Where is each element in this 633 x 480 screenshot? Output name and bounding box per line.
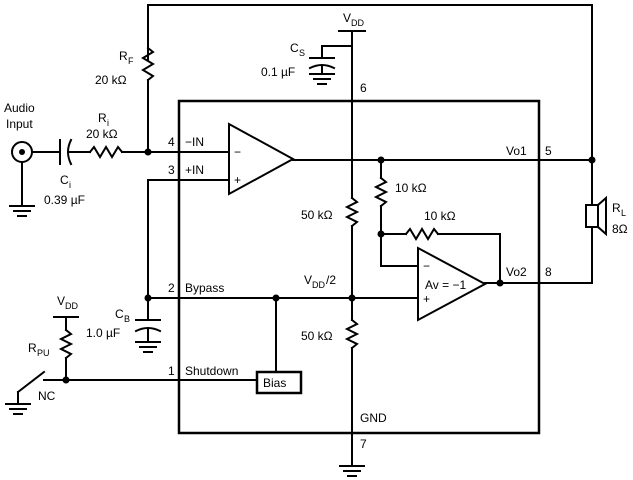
ri-label-sub: i	[107, 118, 109, 128]
junction-minus-in	[144, 148, 152, 156]
junction-vo2	[496, 279, 504, 287]
vdd-sub-top: DD	[351, 18, 364, 28]
cb-capacitor	[134, 297, 162, 353]
rpu-vdd-sub: DD	[65, 301, 78, 311]
pin-8-number: 8	[545, 265, 552, 279]
av-label: Av = −1	[425, 278, 466, 292]
opamp2-plus-sign: +	[423, 292, 430, 306]
ground-symbol-bottom	[339, 465, 365, 477]
vo1-label: Vo1	[506, 144, 527, 158]
vdd-half-label-main: V	[304, 273, 312, 287]
ci-value: 0.39 µF	[44, 193, 85, 207]
opamp1-minus-sign: −	[234, 145, 241, 159]
r-bot-value: 50 kΩ	[301, 329, 333, 343]
ci-label: C	[60, 173, 69, 187]
plus-in-label: +IN	[185, 163, 204, 177]
junction-vo1-rl	[588, 156, 596, 164]
vdd-label-top: V	[343, 11, 351, 25]
opamp-2: − + Av = −1	[417, 246, 488, 322]
ci-capacitor	[31, 138, 91, 166]
rpu-label: R	[28, 341, 37, 355]
rf-resistor	[141, 41, 155, 153]
bypass-label: Bypass	[185, 281, 224, 295]
rpu-label-sub: PU	[37, 348, 50, 358]
cs-value: 0.1 µF	[261, 65, 295, 79]
rf-label: R	[119, 49, 128, 63]
rpu-vdd-label: V	[57, 294, 65, 308]
r-fb2-value: 10 kΩ	[424, 209, 456, 223]
bias-block	[255, 370, 303, 395]
cs-capacitor	[308, 45, 353, 85]
rl-speaker	[585, 195, 607, 284]
divider-top-resistor	[344, 100, 360, 299]
cb-label: C	[115, 307, 124, 321]
rf-label-sub: F	[128, 56, 134, 66]
pin-5-number: 5	[545, 144, 552, 158]
vo2-label: Vo2	[506, 265, 527, 279]
bias-label: Bias	[263, 376, 286, 390]
rl-label-sub: L	[621, 208, 626, 218]
plus-in-wire	[147, 179, 228, 299]
pin-6-number: 6	[360, 81, 367, 95]
audio-input-jack	[9, 141, 35, 217]
r-feedback-horizontal	[380, 227, 501, 284]
divider-bottom-resistor	[344, 297, 360, 467]
nc-label: NC	[38, 389, 56, 403]
ri-value: 20 kΩ	[86, 127, 118, 141]
pin-1-number: 1	[168, 364, 175, 378]
ci-label-sub: i	[69, 180, 71, 190]
r-feedback-vertical	[373, 159, 419, 267]
ri-resistor	[88, 145, 228, 159]
vdd-half-label-tail: /2	[326, 273, 336, 287]
top-feedback-wire	[147, 4, 593, 201]
ri-label: R	[98, 111, 107, 125]
vdd-supply-top: V DD	[338, 11, 366, 102]
cb-value: 1.0 µF	[86, 326, 120, 340]
pin-3-number: 3	[168, 163, 175, 177]
rf-value: 20 kΩ	[95, 73, 127, 87]
cb-label-sub: B	[124, 314, 130, 324]
rl-value: 8Ω	[612, 222, 628, 236]
vdd-half-label-sub: DD	[312, 280, 325, 290]
cs-label: C	[290, 41, 299, 55]
opamp-1: − +	[228, 122, 296, 196]
rpu-resistor	[53, 316, 79, 381]
junction-divider-mid	[348, 294, 356, 302]
shutdown-label: Shutdown	[185, 364, 238, 378]
opamp2-minus-sign: −	[423, 259, 430, 273]
r-fb1-value: 10 kΩ	[395, 181, 427, 195]
r-top-value: 50 kΩ	[301, 208, 333, 222]
pin-7-number: 7	[360, 437, 367, 451]
gnd-label: GND	[360, 411, 387, 425]
ic-package-outline	[177, 99, 541, 435]
rl-label: R	[612, 201, 621, 215]
opamp1-plus-sign: +	[234, 173, 241, 187]
pin-2-number: 2	[168, 281, 175, 295]
cs-label-sub: S	[299, 48, 305, 58]
audio-input-label-line2: Input	[6, 117, 33, 131]
minus-in-label: −IN	[185, 135, 204, 149]
audio-input-label-line1: Audio	[4, 101, 35, 115]
pin-4-number: 4	[168, 135, 175, 149]
shutdown-switch	[5, 370, 67, 415]
